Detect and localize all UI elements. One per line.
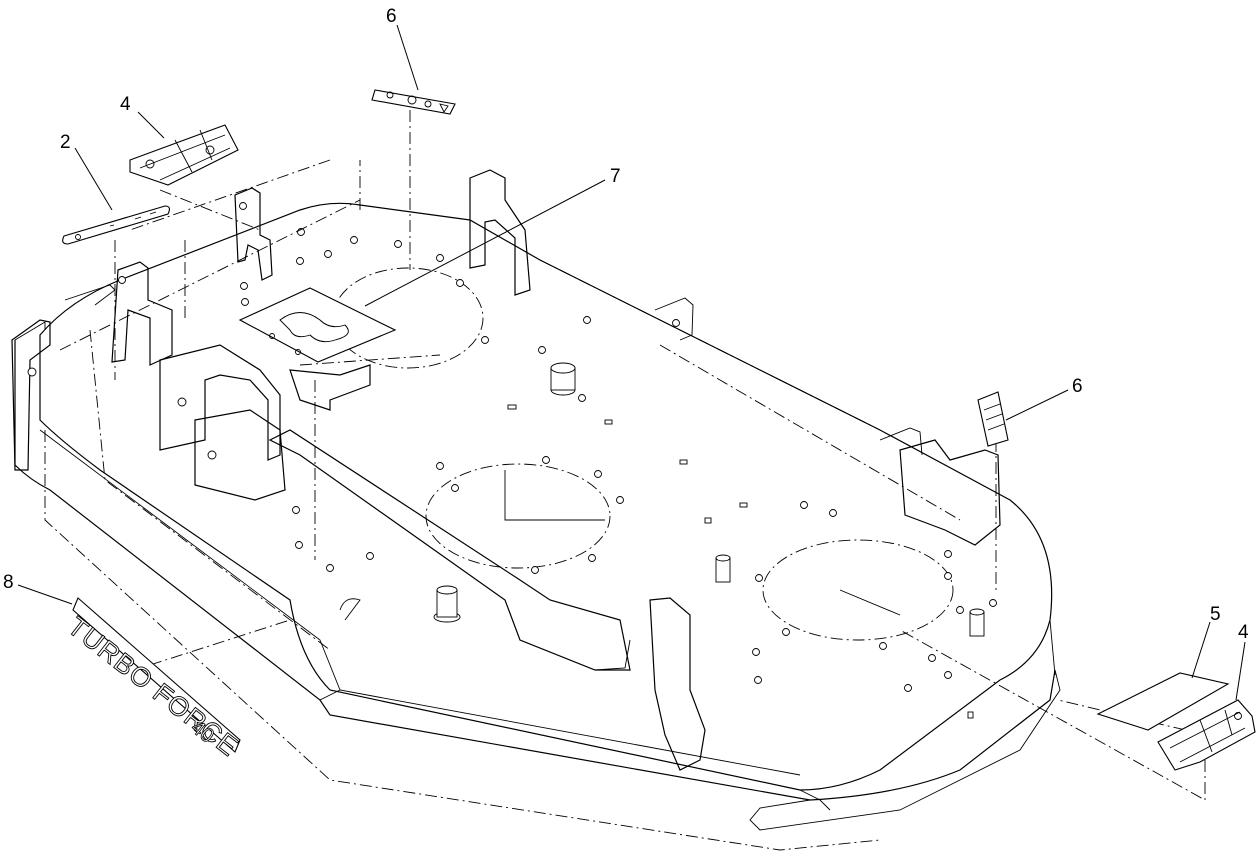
callout-2: 2 — [60, 132, 71, 153]
spindle-center — [550, 362, 576, 396]
callout-6-right: 6 — [1072, 376, 1083, 397]
bracket-right-rear — [899, 439, 1001, 546]
spindle-opening-center — [425, 463, 611, 569]
decal-5 — [1096, 672, 1230, 731]
decal-7 — [238, 287, 397, 363]
leader-lines — [17, 24, 1246, 701]
assembly-lines — [44, 110, 1229, 851]
decal-2 — [62, 205, 171, 245]
decal-6-top — [371, 89, 456, 115]
callout-4-top: 4 — [120, 94, 131, 115]
deck-bolt-holes — [240, 228, 997, 692]
bracket-right-front — [649, 597, 706, 771]
decal-6-right — [977, 391, 1009, 447]
callout-6-top: 6 — [386, 6, 397, 27]
callout-5: 5 — [1210, 604, 1221, 625]
callout-7: 7 — [610, 166, 621, 187]
deck-top-outline — [39, 202, 1053, 791]
spindle-opening-right — [762, 539, 954, 641]
decal-8: TURBO FORCE 40 — [62, 597, 245, 763]
callout-4-bottom: 4 — [1238, 622, 1249, 643]
deck-slots — [507, 404, 974, 719]
mower-deck — [11, 169, 1061, 831]
decal-4-top — [129, 124, 239, 186]
bracket-left-front — [159, 344, 281, 461]
left-flange — [11, 319, 51, 471]
spindle-right — [715, 554, 985, 637]
callout-8: 8 — [3, 572, 14, 593]
baffle-center — [268, 429, 631, 671]
bracket-rear-center — [469, 169, 531, 296]
decal-8-text: TURBO FORCE — [62, 611, 244, 762]
spindle-left — [433, 585, 461, 623]
deck-skirt-front — [14, 340, 1056, 801]
callouts: 2 4 6 7 6 8 5 4 — [3, 6, 1249, 643]
bracket-left-rear — [111, 261, 173, 366]
decal-4-bottom — [1157, 699, 1256, 771]
